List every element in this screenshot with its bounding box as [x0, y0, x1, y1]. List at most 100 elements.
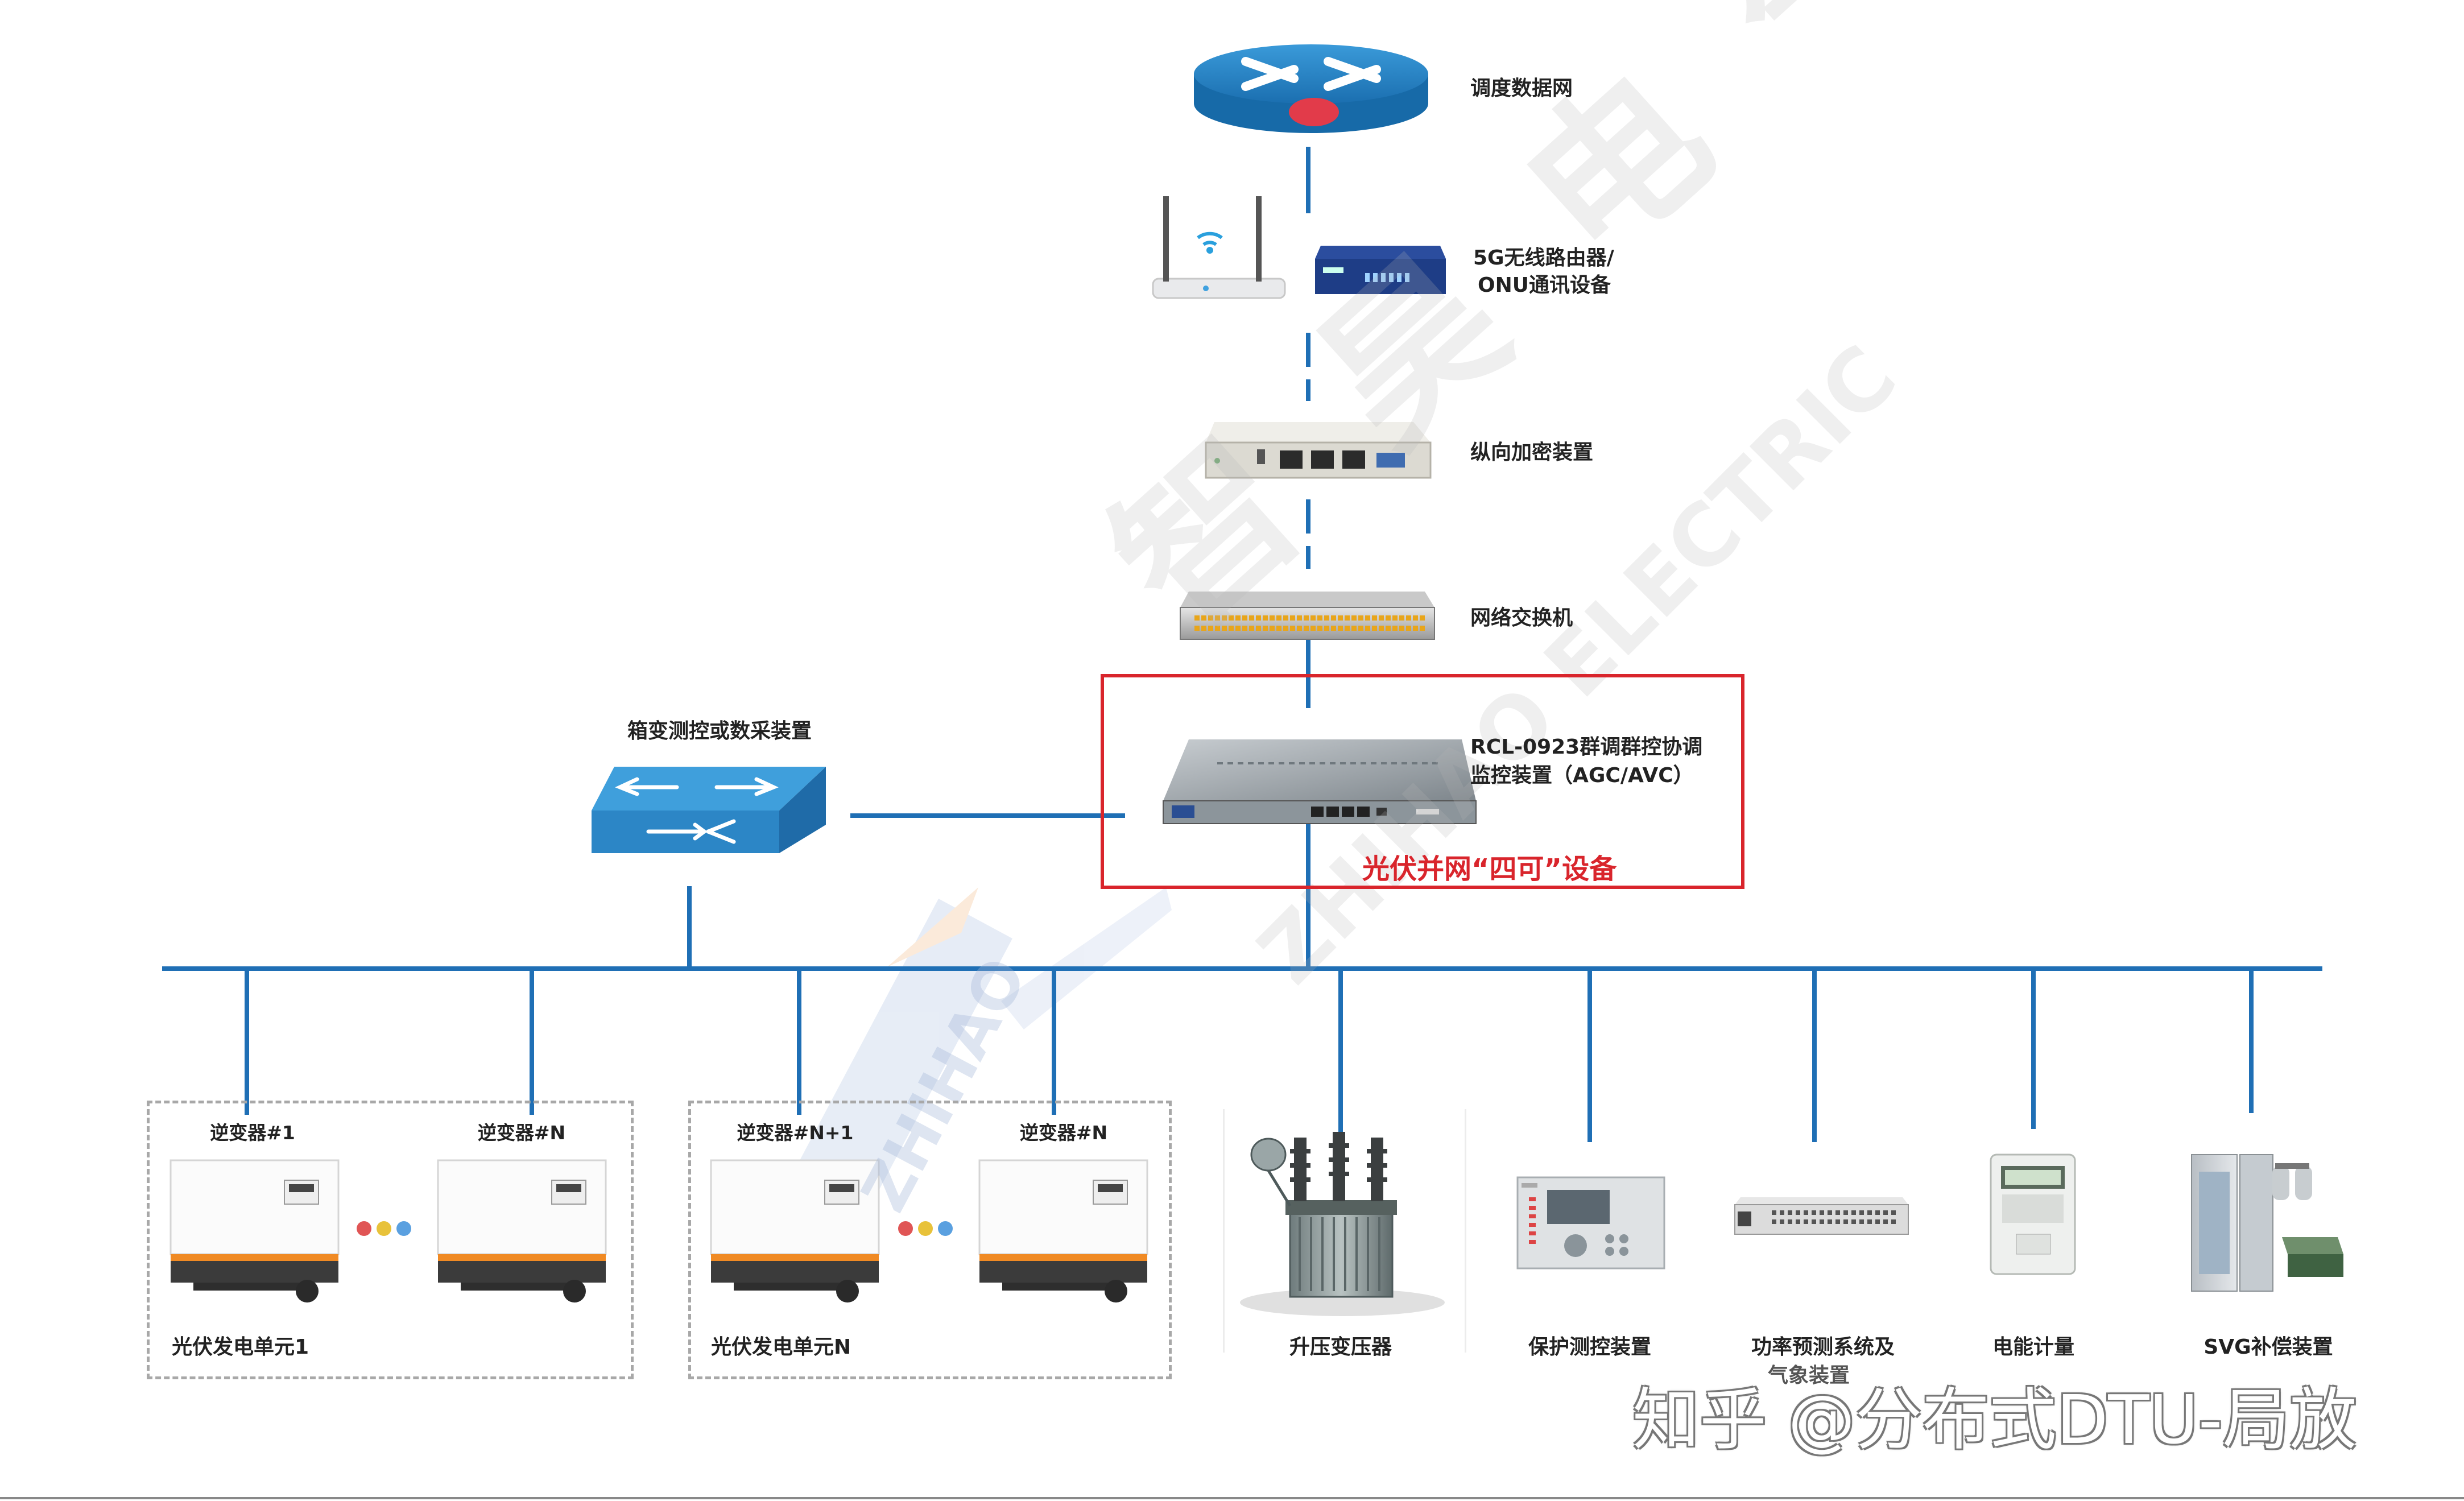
rcl-vent — [1299, 762, 1305, 764]
forecast-port — [1835, 1210, 1840, 1215]
forecast-device-icon — [1734, 1197, 1909, 1235]
rcl-vent — [1217, 762, 1223, 764]
switch-port — [1304, 626, 1309, 631]
forecast-ports — [1772, 1210, 1896, 1224]
rcl-vent — [1361, 762, 1366, 764]
switch-port — [1283, 615, 1288, 621]
forecast-port — [1772, 1219, 1776, 1224]
switch-port — [1297, 615, 1302, 621]
inverter-icon — [978, 1159, 1148, 1302]
switch-port — [1345, 626, 1350, 631]
forecast-label-line2: 气象装置 — [1767, 1364, 1850, 1387]
switch-port — [1338, 626, 1343, 631]
switch-port — [1345, 615, 1350, 621]
ellipsis-dots-group2 — [898, 1221, 953, 1236]
switch-port — [1276, 626, 1281, 631]
forecast-port — [1788, 1210, 1792, 1215]
svg-label: SVG补偿装置 — [2203, 1335, 2333, 1359]
switch-port — [1392, 615, 1398, 621]
dispatch-network-label: 调度数据网 — [1470, 77, 1573, 100]
switch-port — [1208, 626, 1213, 631]
switch-port — [1379, 626, 1384, 631]
switch-port — [1242, 615, 1247, 621]
transformer-label: 升压变压器 — [1289, 1335, 1392, 1359]
switch-port — [1386, 615, 1391, 621]
switch-port — [1358, 626, 1363, 631]
protection-device-icon — [1516, 1176, 1665, 1270]
rcl-device-icon — [1163, 739, 1477, 824]
inverter-icon — [169, 1159, 340, 1302]
svg-compensation-icon — [2191, 1154, 2343, 1292]
switch-port — [1249, 626, 1254, 631]
router-label-line1: 5G无线路由器/ — [1473, 246, 1614, 270]
switch-port — [1290, 626, 1295, 631]
switch-port — [1276, 615, 1281, 621]
forecast-port — [1796, 1219, 1800, 1224]
switch-port — [1351, 615, 1357, 621]
zhihu-watermark: 知乎 @分布式DTU-局放 — [1632, 1380, 2357, 1459]
switch-port — [1263, 615, 1268, 621]
forecast-port — [1828, 1210, 1832, 1215]
switch-port — [1420, 626, 1425, 631]
switch-port — [1222, 626, 1227, 631]
forecast-port — [1772, 1210, 1776, 1215]
rcl-vent — [1279, 762, 1284, 764]
switch-port — [1365, 626, 1370, 631]
forecast-port — [1820, 1219, 1824, 1224]
rcl-vent — [1268, 762, 1274, 764]
switch-port — [1413, 626, 1418, 631]
switch-port — [1222, 615, 1227, 621]
forecast-port — [1796, 1210, 1800, 1215]
switch-port — [1208, 615, 1213, 621]
forecast-port — [1891, 1210, 1896, 1215]
forecast-port — [1875, 1219, 1880, 1224]
forecast-port — [1804, 1219, 1808, 1224]
box-transformer-label: 箱变测控或数采装置 — [627, 720, 812, 743]
forecast-port — [1867, 1210, 1872, 1215]
switch-port — [1372, 626, 1377, 631]
switch-port — [1229, 615, 1234, 621]
switch-port — [1399, 615, 1404, 621]
rcl-vent — [1350, 762, 1356, 764]
rcl-vent — [1391, 762, 1397, 764]
ellipsis-dots-group1 — [357, 1221, 411, 1236]
rcl-vent — [1330, 762, 1336, 764]
switch-port — [1235, 626, 1241, 631]
transformer-icon — [1240, 1132, 1445, 1316]
rcl-vent — [1320, 762, 1325, 764]
rcl-vent — [1422, 762, 1428, 764]
switch-port — [1201, 626, 1206, 631]
switch-port — [1256, 615, 1261, 621]
dispatch-network-icon — [1194, 44, 1428, 133]
switch-port — [1270, 615, 1275, 621]
switch-port — [1270, 626, 1275, 631]
inverter-icon — [437, 1159, 607, 1302]
logo-watermark-stroke — [1001, 887, 1172, 1029]
forecast-port — [1859, 1210, 1864, 1215]
switch-port — [1194, 626, 1200, 631]
wireless-router-icon — [1152, 196, 1286, 299]
switch-port — [1194, 615, 1200, 621]
switch-port — [1399, 626, 1404, 631]
switch-port — [1283, 626, 1288, 631]
forecast-port — [1875, 1210, 1880, 1215]
four-can-label: 光伏并网“四可”设备 — [1362, 853, 1617, 885]
switch-port — [1242, 626, 1247, 631]
meter-label: 电能计量 — [1992, 1335, 2075, 1359]
pv-unit-1-group — [147, 1101, 634, 1379]
inverter-n1-label: 逆变器#N+1 — [737, 1122, 854, 1144]
switch-port — [1413, 615, 1418, 621]
switch-port — [1235, 615, 1241, 621]
energy-meter-icon — [1990, 1153, 2076, 1275]
switch-port — [1392, 626, 1398, 631]
encryption-label: 纵向加密装置 — [1470, 441, 1594, 464]
onu-device-icon — [1315, 246, 1446, 294]
switch-port — [1229, 626, 1234, 631]
forecast-port — [1804, 1210, 1808, 1215]
forecast-port — [1883, 1210, 1888, 1215]
switch-port — [1249, 615, 1254, 621]
switch-port — [1304, 615, 1309, 621]
pv-unit-n-label: 光伏发电单元N — [711, 1335, 851, 1359]
forecast-port — [1812, 1210, 1816, 1215]
